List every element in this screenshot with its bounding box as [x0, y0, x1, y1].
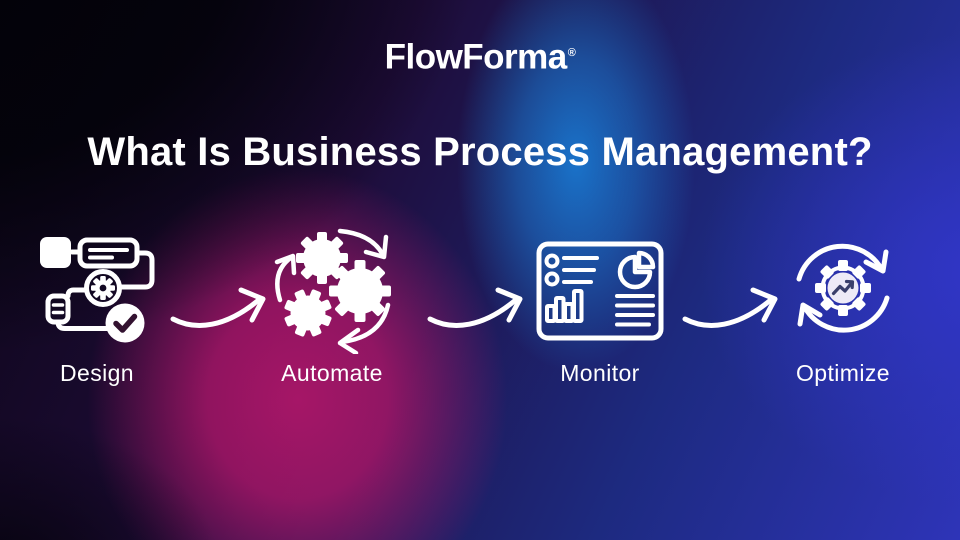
step-label: Optimize [796, 360, 890, 386]
gear-trend-cycle-icon [796, 243, 890, 333]
curved-arrow-icon [170, 287, 266, 328]
step-label: Automate [281, 360, 383, 386]
gear-icon [91, 276, 115, 300]
curved-arrow-icon [682, 287, 778, 328]
gear-icon [284, 289, 332, 337]
trend-up-icon [831, 279, 855, 296]
check-circle-icon [105, 303, 145, 343]
analytics-dashboard-icon [536, 241, 664, 341]
step-monitor: Monitor [520, 224, 680, 387]
gear-icon [329, 260, 391, 322]
logo-text: FlowForma [384, 37, 568, 77]
pie-chart-icon [617, 250, 656, 290]
registered-mark: ® [567, 47, 576, 59]
step-optimize: Optimize [763, 224, 923, 387]
bar-chart-icon [545, 289, 584, 323]
step-automate: Automate [252, 224, 412, 387]
step-label: Monitor [560, 360, 640, 386]
curved-arrow-icon [427, 287, 523, 328]
process-flowchart-check-icon [40, 237, 155, 343]
interlocking-gears-cycle-icon [274, 228, 391, 354]
gear-icon [296, 232, 348, 284]
gear-icon [815, 260, 871, 316]
page-title: What Is Business Process Management? [87, 130, 873, 174]
step-label: Design [60, 360, 134, 386]
step-design: Design [17, 224, 177, 387]
flowforma-logo: FlowForma® [0, 33, 960, 78]
